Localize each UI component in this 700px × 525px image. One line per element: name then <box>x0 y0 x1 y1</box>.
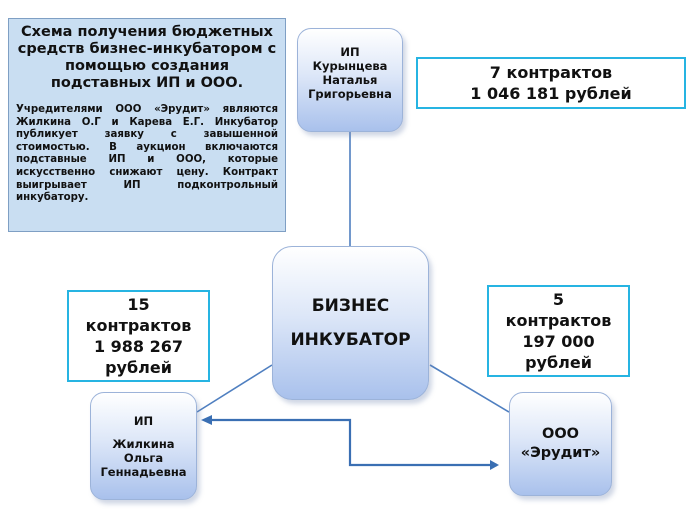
node-ip-kuryntseva-patronymic: Григорьевна <box>308 87 392 101</box>
value-box-zhilkina-unit: контрактов <box>85 316 192 335</box>
node-ip-kuryntseva-name: Наталья <box>322 73 378 87</box>
arrow-head-left <box>201 415 212 425</box>
value-box-kuryntseva-sum: 1 046 181 рублей <box>470 84 632 103</box>
node-ip-zhilkina: ИП Жилкина Ольга Геннадьевна <box>90 392 197 500</box>
value-box-zhilkina-sum: 1 988 267 <box>93 337 184 356</box>
connector-left <box>196 364 273 413</box>
value-box-erudit-sum: 197 000 <box>522 332 595 351</box>
node-business-incubator: БИЗНЕС ИНКУБАТОР <box>272 246 429 400</box>
value-box-kuryntseva-count: 7 контрактов <box>489 63 613 82</box>
value-box-erudit: 5 контрактов 197 000 рублей <box>487 285 630 377</box>
value-box-erudit-count: 5 <box>552 290 565 309</box>
arrow-to-right <box>212 418 499 470</box>
node-business-incubator-line1: БИЗНЕС <box>311 296 390 316</box>
info-title: Схема получения бюджетных средств бизнес… <box>17 24 277 91</box>
node-ip-kuryntseva-surname: Курынцева <box>312 59 388 73</box>
value-box-zhilkina-count: 15 <box>127 295 150 314</box>
value-box-erudit-currency: рублей <box>525 353 592 372</box>
value-box-erudit-unit: контрактов <box>505 311 612 330</box>
value-box-kuryntseva: 7 контрактов 1 046 181 рублей <box>416 57 686 109</box>
node-ip-zhilkina-type: ИП <box>133 413 154 428</box>
node-ip-zhilkina-surname: Жилкина <box>112 436 175 451</box>
connector-right <box>429 364 510 413</box>
node-ip-kuryntseva: ИП Курынцева Наталья Григорьевна <box>297 28 403 132</box>
node-ip-zhilkina-patronymic: Геннадьевна <box>100 464 187 479</box>
value-box-zhilkina-currency: рублей <box>105 358 172 377</box>
node-ooo-erudit: ООО «Эрудит» <box>509 392 612 496</box>
node-ip-kuryntseva-type: ИП <box>340 45 360 59</box>
info-panel: Схема получения бюджетных средств бизнес… <box>8 18 286 232</box>
node-ooo-erudit-type: ООО <box>542 426 579 442</box>
node-business-incubator-line2: ИНКУБАТОР <box>290 330 411 350</box>
value-box-zhilkina: 15 контрактов 1 988 267 рублей <box>67 290 210 382</box>
info-body: Учредителями ООО «Эрудит» являются Жилки… <box>16 104 278 204</box>
node-ip-zhilkina-name: Ольга <box>123 450 164 465</box>
node-ooo-erudit-name: «Эрудит» <box>520 445 601 461</box>
